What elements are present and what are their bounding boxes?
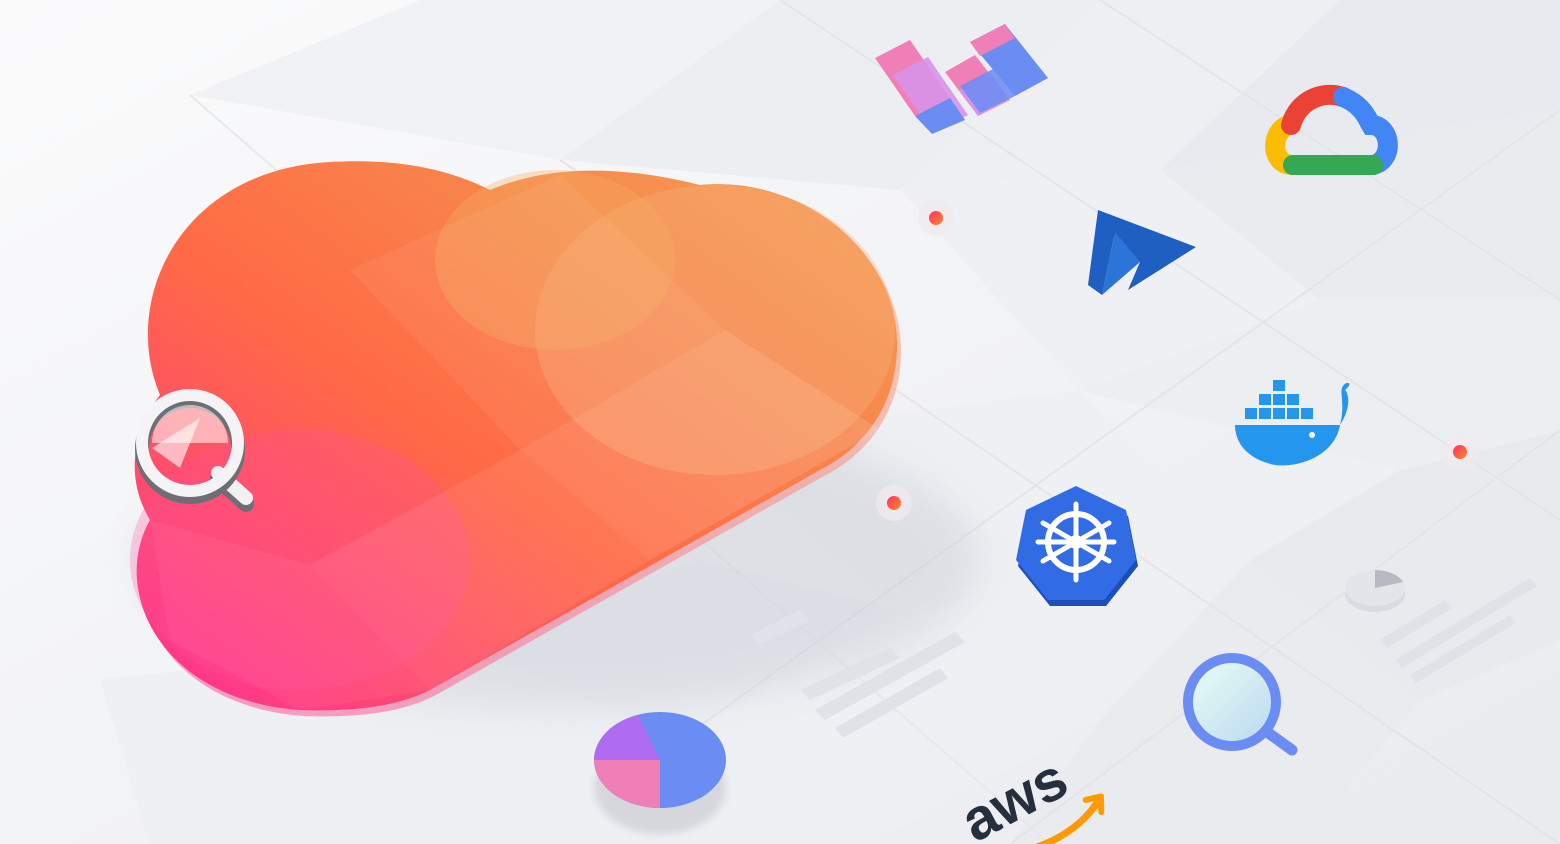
status-dot-icon — [1442, 434, 1478, 470]
bar-chart-icon — [875, 24, 1048, 134]
status-dot-icon — [876, 485, 912, 521]
cloud-icon — [130, 161, 902, 717]
pie-chart-icon — [594, 712, 726, 834]
pie-chart-icon — [1345, 570, 1405, 612]
kubernetes-helm-icon — [1016, 486, 1138, 606]
status-dot-icon — [918, 200, 954, 236]
placeholder-lines — [750, 610, 965, 738]
placeholder-lines — [1380, 578, 1537, 683]
magnifier-icon — [135, 389, 254, 512]
azure-devops-icon — [1088, 210, 1196, 295]
docker-whale-icon — [1235, 380, 1350, 466]
google-cloud-icon — [1265, 84, 1398, 175]
search-icon — [1183, 653, 1298, 756]
